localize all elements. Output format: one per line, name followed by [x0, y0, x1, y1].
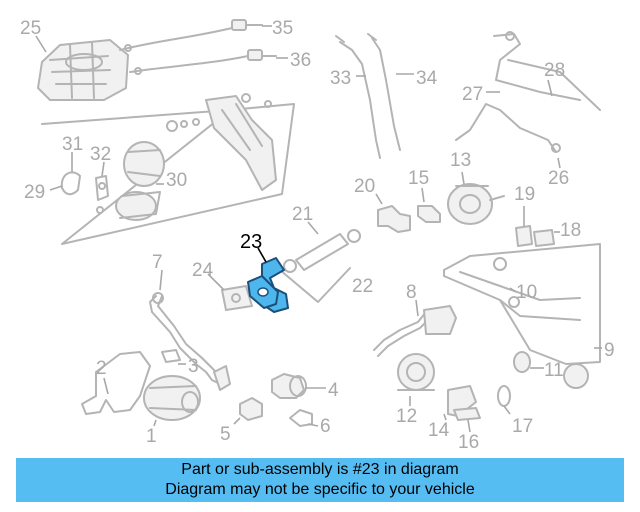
- pipes-33-34-drawing: [335, 33, 401, 159]
- callout-8[interactable]: 8: [406, 282, 417, 303]
- banner-line-2: Diagram may not be specific to your vehi…: [165, 481, 475, 498]
- callout-2[interactable]: 2: [96, 358, 107, 379]
- callout-10[interactable]: 10: [516, 282, 537, 303]
- callout-35[interactable]: 35: [272, 18, 293, 39]
- callout-9[interactable]: 9: [604, 340, 615, 361]
- callout-11[interactable]: 11: [544, 360, 564, 381]
- info-banner: Part or sub-assembly is #23 in diagram D…: [16, 458, 624, 502]
- callout-15[interactable]: 15: [408, 168, 429, 189]
- callout-18[interactable]: 18: [560, 220, 581, 241]
- callout-13[interactable]: 13: [450, 150, 471, 171]
- callout-30[interactable]: 30: [166, 170, 187, 191]
- callout-21[interactable]: 21: [292, 204, 313, 225]
- callout-17[interactable]: 17: [512, 416, 533, 437]
- callout-16[interactable]: 16: [458, 432, 479, 453]
- callout-1[interactable]: 1: [146, 426, 157, 447]
- callout-25[interactable]: 25: [20, 18, 41, 39]
- part-23-highlighted[interactable]: [247, 257, 289, 313]
- callout-33[interactable]: 33: [330, 68, 351, 89]
- callout-20[interactable]: 20: [354, 176, 375, 197]
- callout-7[interactable]: 7: [152, 252, 163, 273]
- part-35-drawing: [119, 19, 263, 52]
- callout-6[interactable]: 6: [320, 416, 331, 437]
- panel-parts-drawing: [60, 93, 277, 221]
- callout-4[interactable]: 4: [328, 380, 339, 401]
- callout-29[interactable]: 29: [24, 182, 45, 203]
- callout-22[interactable]: 22: [352, 276, 373, 297]
- parts-diagram: 25 35 36 29 31 32 30: [20, 18, 615, 453]
- callout-26[interactable]: 26: [548, 168, 569, 189]
- callout-31[interactable]: 31: [62, 134, 83, 155]
- callout-36[interactable]: 36: [290, 50, 311, 71]
- banner-line-1: Part or sub-assembly is #23 in diagram: [181, 461, 459, 478]
- lower-left-parts-drawing: [81, 285, 313, 427]
- callout-3[interactable]: 3: [188, 356, 199, 377]
- callout-27[interactable]: 27: [462, 84, 483, 105]
- callout-19[interactable]: 19: [514, 184, 535, 205]
- part-36-drawing: [129, 49, 277, 75]
- middle-parts-drawing: [279, 183, 505, 303]
- callout-32[interactable]: 32: [90, 144, 111, 165]
- callout-24[interactable]: 24: [192, 260, 214, 281]
- callout-34[interactable]: 34: [416, 68, 438, 89]
- callout-28[interactable]: 28: [544, 60, 565, 81]
- right-parts-drawing: [443, 225, 601, 407]
- callout-14[interactable]: 14: [428, 420, 450, 441]
- part-25-drawing: [37, 39, 129, 101]
- pipes-26-27-28-drawing: [455, 31, 601, 153]
- center-parts-drawing: [373, 305, 481, 421]
- callout-12[interactable]: 12: [396, 406, 417, 427]
- callout-5[interactable]: 5: [220, 424, 231, 445]
- callout-23[interactable]: 23: [240, 231, 262, 253]
